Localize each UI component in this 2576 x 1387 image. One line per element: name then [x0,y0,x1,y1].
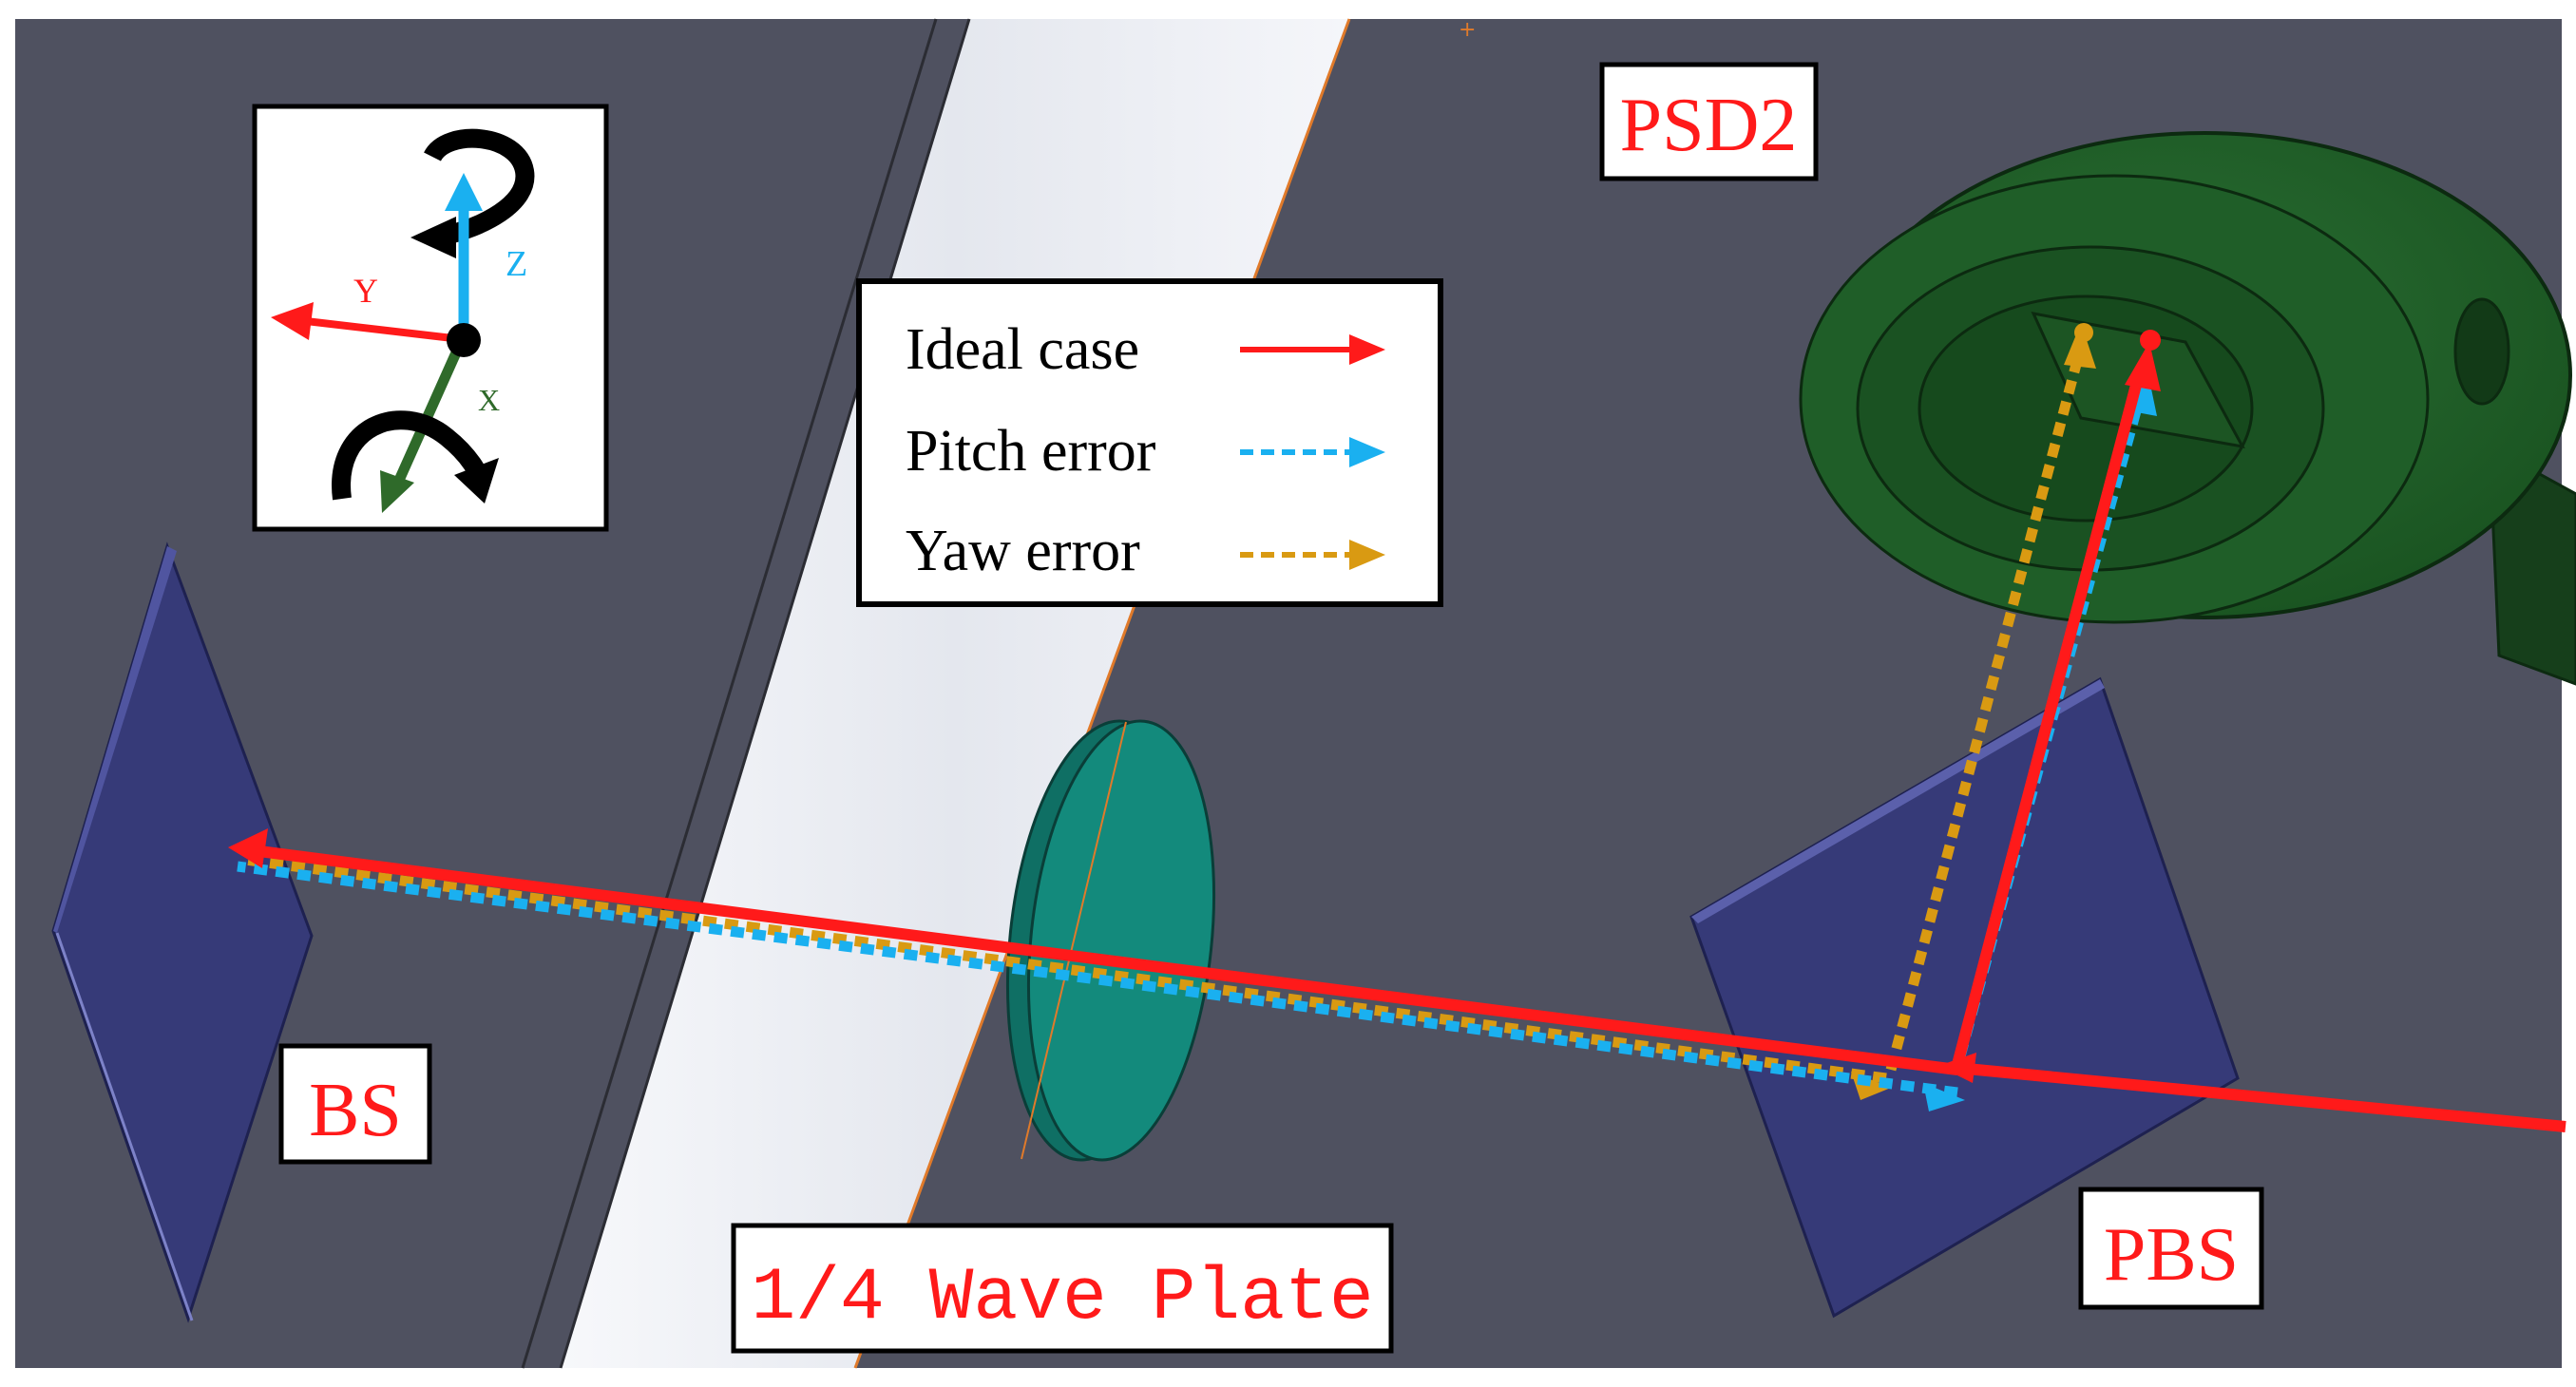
pbs-label: PBS [2078,1187,2264,1310]
axes-inset-frame [252,104,609,532]
origin-marker: + [1459,18,1476,42]
psd2-detector [1799,131,2576,686]
legend-ideal-label: Ideal case [906,317,1139,382]
bs-plate [51,542,314,1323]
x-axis-icon [391,339,467,487]
legend-pitch-label: Pitch error [906,419,1156,484]
y-axis-icon [305,317,462,343]
wave-plate-label: 1/4 Wave Plate [731,1223,1394,1354]
legend: Ideal case Pitch error Yaw error [856,278,1443,607]
gap-edge-line [853,18,1351,1369]
pbs-label-text: PBS [2104,1213,2239,1297]
legend-yaw-label: Yaw error [906,519,1140,583]
yaw-rotation-icon [424,128,535,245]
x-axis-label: X [478,383,500,417]
origin-dot [447,323,481,357]
ideal-beam [228,330,2566,1132]
z-axis-label: Z [506,244,527,284]
pbs-plate [1689,676,2240,1319]
pitch-rotation-icon [332,410,489,501]
floor-seam-line [521,18,938,1369]
y-axis-label: Y [353,272,378,310]
bs-label: BS [278,1043,432,1165]
wave-plate-label-text: 1/4 Wave Plate [751,1257,1373,1340]
bs-label-text: BS [309,1069,402,1152]
gap-edge-line [559,18,971,1369]
wave-plate [1005,719,1216,1162]
psd2-label: PSD2 [1599,62,1819,181]
legend-frame [856,278,1443,607]
axes-inset: Z Y X [252,104,609,532]
psd2-label-text: PSD2 [1620,84,1798,167]
